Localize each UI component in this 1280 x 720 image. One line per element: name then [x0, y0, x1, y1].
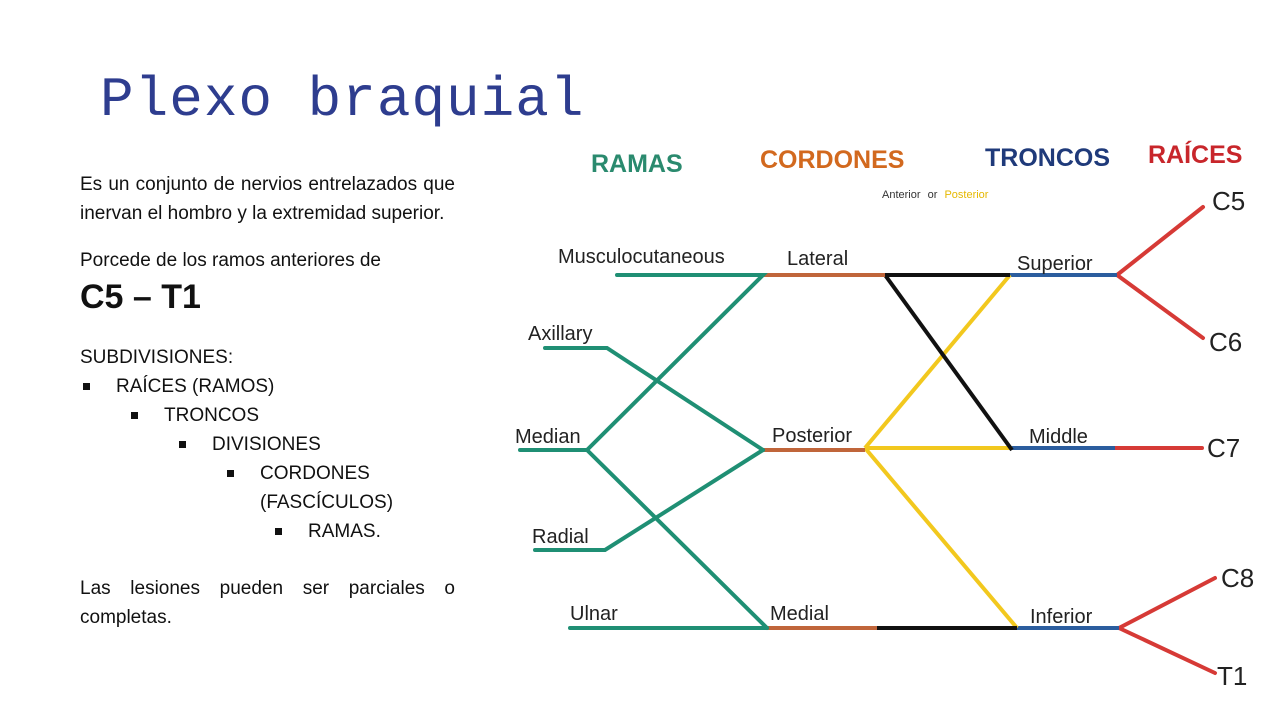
- subdivisions-list: RAÍCES (RAMOS) TRONCOS DIVISIONES CORDON…: [80, 372, 455, 546]
- intro-paragraph: Es un conjunto de nervios entrelazados q…: [80, 174, 455, 224]
- brachial-plexus-diagram: RAMAS CORDONES TRONCOS RAÍCES Anterior o…: [515, 140, 1254, 691]
- list-item: DIVISIONES: [80, 430, 455, 459]
- posterior-division-lines: [863, 273, 1019, 630]
- subdivisions-title: SUBDIVISIONES:: [80, 347, 234, 368]
- root-label-c8: C8: [1221, 563, 1254, 593]
- header-raices: RAÍCES: [1148, 140, 1242, 169]
- root-line-t1: [1117, 626, 1217, 675]
- branch-line-axillary: [543, 346, 765, 452]
- square-bullet-icon: [275, 528, 282, 535]
- cord-label-medial: Medial: [770, 603, 829, 625]
- anterior-division-middle: [883, 273, 1014, 452]
- list-item: TRONCOS: [80, 401, 455, 430]
- branch-label-median: Median: [515, 426, 581, 448]
- text-panel: Es un conjunto de nervios entrelazados q…: [80, 170, 455, 632]
- list-item: CORDONES (FASCÍCULOS): [80, 459, 400, 517]
- header-troncos: TRONCOS: [985, 144, 1110, 172]
- root-line-c8: [1117, 576, 1217, 630]
- root-line-c6: [1115, 273, 1205, 340]
- origin-paragraph: Porcede de los ramos anteriores de: [80, 250, 381, 271]
- division-note-or: or: [928, 189, 938, 201]
- header-cordones: CORDONES: [760, 146, 904, 174]
- trunk-label-inferior: Inferior: [1030, 606, 1093, 628]
- slide-title: Plexo braquial: [100, 68, 585, 132]
- division-note-posterior: Posterior: [944, 189, 988, 201]
- posterior-division-superior: [863, 273, 1012, 450]
- branch-label-axillary: Axillary: [528, 323, 592, 345]
- list-item: RAMAS.: [80, 517, 455, 546]
- list-item-text: TRONCOS: [164, 405, 259, 426]
- list-item-text: DIVISIONES: [212, 434, 321, 455]
- trunk-label-middle: Middle: [1029, 426, 1088, 448]
- root-label-c5: C5: [1212, 186, 1245, 216]
- root-line-c5: [1115, 205, 1205, 277]
- posterior-division-inferior: [863, 446, 1019, 630]
- division-note: Anterior or Posterior: [882, 189, 989, 201]
- square-bullet-icon: [179, 441, 186, 448]
- trunk-lines: [1010, 273, 1119, 630]
- header-ramas: RAMAS: [591, 150, 683, 178]
- branch-line-radial: [533, 448, 765, 552]
- cord-label-lateral: Lateral: [787, 248, 848, 270]
- branch-line-median: [518, 448, 769, 630]
- division-note-anterior: Anterior: [882, 189, 921, 201]
- list-item-text: RAÍCES (RAMOS): [116, 376, 275, 397]
- list-item-text: CORDONES (FASCÍCULOS): [260, 463, 394, 513]
- root-label-c6: C6: [1209, 327, 1242, 357]
- branch-lines: [518, 273, 769, 630]
- square-bullet-icon: [83, 383, 90, 390]
- trunk-label-superior: Superior: [1017, 253, 1093, 275]
- anterior-division-lines: [877, 273, 1017, 630]
- list-item-text: RAMAS.: [308, 521, 381, 542]
- range-heading: C5 – T1: [80, 278, 201, 316]
- branch-line-musculocutaneous: [585, 273, 768, 452]
- list-item: RAÍCES (RAMOS): [80, 372, 455, 401]
- cord-label-posterior: Posterior: [772, 425, 852, 447]
- root-label-t1: T1: [1217, 661, 1247, 691]
- branch-label-musculocutaneous: Musculocutaneous: [558, 246, 725, 268]
- cord-lines: [763, 273, 885, 630]
- root-lines: [1113, 205, 1217, 675]
- square-bullet-icon: [227, 470, 234, 477]
- square-bullet-icon: [131, 412, 138, 419]
- lesions-paragraph: Las lesiones pueden ser parciales o comp…: [80, 578, 455, 628]
- branch-label-ulnar: Ulnar: [570, 603, 618, 625]
- branch-label-radial: Radial: [532, 526, 589, 548]
- root-label-c7: C7: [1207, 433, 1240, 463]
